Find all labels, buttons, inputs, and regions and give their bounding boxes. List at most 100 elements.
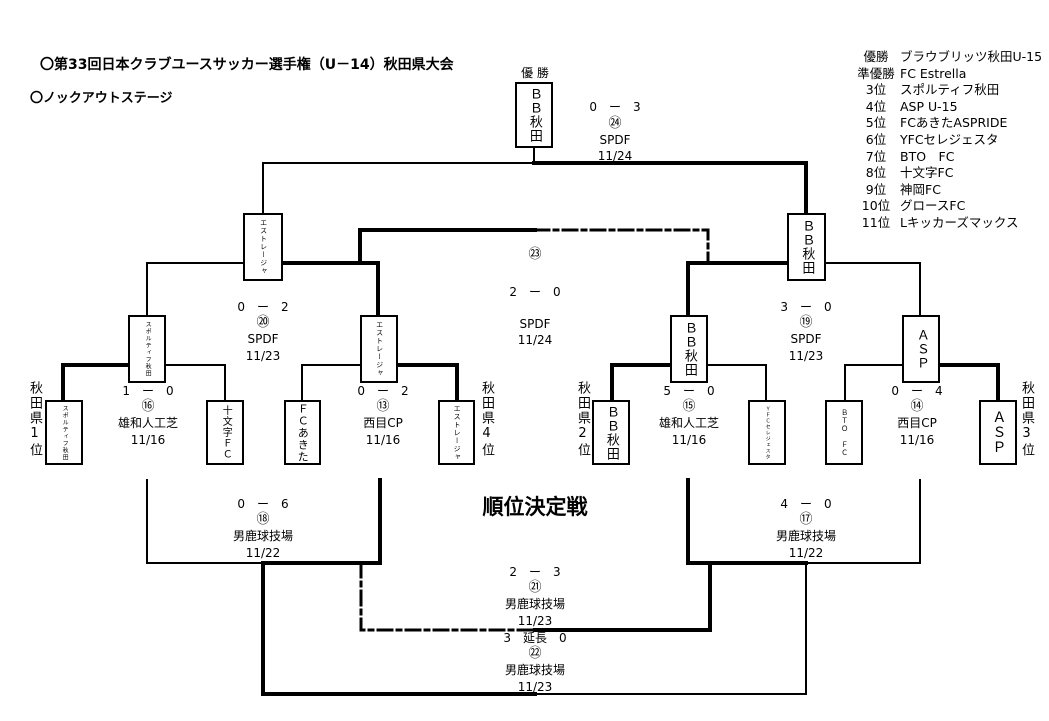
line-m21-dashed	[359, 561, 537, 632]
line-qf4-thick	[938, 363, 1000, 402]
line-final-thin	[262, 146, 535, 214]
line-semi-right-thick	[686, 261, 789, 317]
match-22-venue: 男鹿球技場	[504, 663, 566, 677]
match-18-no: ⑱	[256, 512, 270, 527]
standing-row: 準優勝 FC Estrella	[852, 66, 1042, 83]
match-18-venue: 男鹿球技場	[232, 529, 294, 543]
match-17-venue: 男鹿球技場	[775, 529, 837, 543]
team-box-r1: スポルティフ秋田	[45, 400, 83, 465]
match-22-score: 3 延長 0	[503, 631, 567, 645]
match-21-no: ㉑	[528, 580, 542, 595]
line-m18-thin	[146, 479, 264, 564]
standing-position: 4位	[865, 98, 887, 114]
line-qf3-thick	[610, 363, 672, 402]
standing-row: 3位スポルティフ秋田	[852, 82, 1042, 99]
match-14-no: ⑭	[910, 399, 924, 414]
standing-position: 7位	[865, 148, 887, 164]
standing-team: 十文字FC	[900, 165, 954, 181]
page-subtitle: 〇ノックアウトステージ	[30, 91, 173, 106]
match-18-score: 0 ー 6	[237, 497, 289, 511]
match-20-score: 0 ー 2	[237, 300, 289, 314]
match-24-no: ㉔	[608, 116, 622, 131]
standing-row: 8位十文字FC	[852, 165, 1042, 182]
match-20-venue: SPDF	[247, 332, 279, 346]
line-semi-left-thin	[146, 262, 244, 316]
match-19-date: 11/23	[788, 349, 824, 363]
match-17-score: 4 ー 0	[780, 497, 832, 511]
standing-row: 10位グロースFC	[852, 198, 1042, 215]
team-box-qf3: ＢＢ秋田	[670, 315, 708, 383]
seed-label-3: 秋田県3位	[1019, 381, 1034, 458]
match-14-date: 11/16	[899, 433, 935, 447]
match-21-date: 11/23	[517, 614, 553, 628]
team-box-r2: 十文字ＦＣ	[206, 400, 244, 465]
standing-position: 準優勝	[857, 65, 895, 81]
match-19-no: ⑲	[799, 315, 813, 330]
match-22-no: ㉒	[528, 646, 542, 661]
match-20-no: ⑳	[256, 315, 270, 330]
match-13-score: 0 ー 2	[357, 384, 409, 398]
standing-team: ASP U-15	[900, 98, 958, 114]
standing-position: 6位	[865, 131, 887, 147]
team-box-r3: ＦＣあきた	[284, 400, 321, 465]
line-qf1-thin	[165, 364, 226, 401]
line-qf1-thick	[61, 363, 130, 402]
match-23-score: 2 ー 0	[509, 285, 561, 299]
standing-team: YFCセレジェスタ	[900, 131, 999, 147]
standing-position: 10位	[861, 198, 891, 214]
standing-team: Lキッカーズマックス	[900, 214, 1019, 230]
placement-section-title: 順位決定戦	[482, 495, 588, 519]
team-box-champion: ＢＢ秋田	[515, 82, 553, 148]
standing-row: 9位神岡FC	[852, 182, 1042, 199]
line-m17-thin	[534, 479, 921, 695]
team-box-r4: エストレージャ	[438, 400, 475, 465]
standing-row: 6位 YFCセレジェスタ	[852, 132, 1042, 149]
match-21-venue: 男鹿球技場	[504, 597, 566, 611]
standing-position: 9位	[865, 181, 887, 197]
standing-position: 優勝	[863, 49, 889, 64]
standing-position: 5位	[865, 115, 887, 131]
line-qf4-thin	[844, 364, 903, 401]
match-23-no: ㉓	[528, 247, 542, 262]
champion-label: 優 勝	[521, 66, 549, 80]
line-3rd-dashed	[533, 228, 710, 265]
team-box-semi-left: エストレージャ	[243, 213, 283, 281]
team-box-r6: ＹＦＣセレジェスタ	[748, 400, 786, 465]
standing-position: 3位	[865, 82, 887, 98]
match-14-venue: 西目CP	[897, 416, 937, 430]
match-19-score: 3 ー 0	[780, 300, 832, 314]
line-qf2-thin	[301, 364, 361, 401]
line-final-thick	[532, 161, 808, 215]
seed-label-4: 秋田県4位	[479, 381, 494, 458]
standing-team: FCあきたASPRIDE	[900, 115, 1008, 131]
match-17-date: 11/22	[788, 546, 824, 560]
match-16-no: ⑯	[141, 399, 155, 414]
match-19-venue: SPDF	[790, 332, 822, 346]
team-box-qf2: エストレージャ	[360, 315, 398, 383]
match-14-score: 0 ー 4	[891, 384, 943, 398]
standing-team: 神岡FC	[900, 181, 941, 197]
match-16-venue: 雄和人工芝	[117, 416, 179, 430]
team-box-semi-right: ＢＢ秋田	[787, 213, 826, 281]
match-15-score: 5 ー 0	[663, 384, 715, 398]
match-15-venue: 雄和人工芝	[658, 416, 720, 430]
standing-position: 11位	[861, 214, 891, 230]
match-21-score: 2 ー 3	[509, 565, 561, 579]
line-m18-thick	[261, 478, 537, 696]
standing-team: FC Estrella	[900, 65, 967, 81]
standing-position: 8位	[865, 165, 887, 181]
team-box-qf4: ＡＳＰ	[902, 315, 940, 383]
line-semi-left-thick	[281, 228, 537, 317]
match-20-date: 11/23	[245, 349, 281, 363]
match-13-venue: 西目CP	[363, 416, 403, 430]
standing-team: ブラウブリッツ秋田U-15	[900, 49, 1043, 64]
team-box-r5: ＢＢ秋田	[592, 400, 630, 465]
match-24-score: 0 ー 3	[589, 100, 641, 114]
standing-row: 4位 ASP U-15	[852, 99, 1042, 116]
line-qf2-thick	[396, 363, 459, 402]
match-13-date: 11/16	[365, 433, 401, 447]
